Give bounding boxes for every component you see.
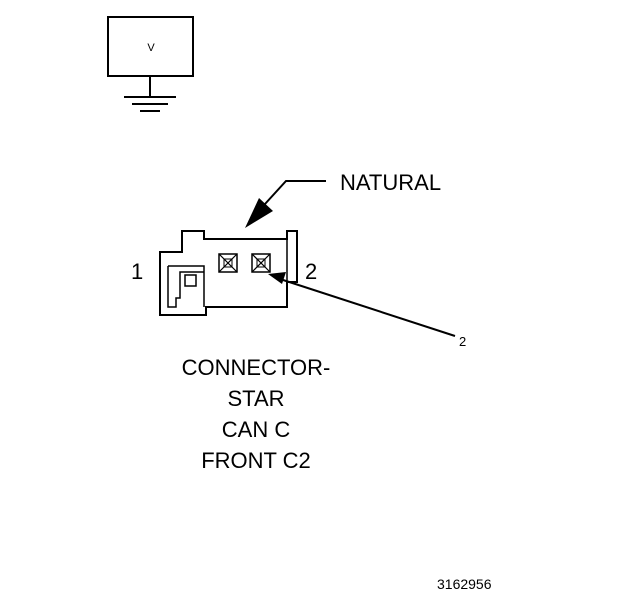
- figure-id: 3162956: [437, 576, 492, 592]
- pin-label-left: 1: [131, 259, 143, 284]
- voltmeter-symbol: V: [107, 16, 194, 77]
- pin-label-right: 2: [305, 259, 317, 284]
- probe-arrowhead: [268, 272, 286, 284]
- terminal-cavity-2: [251, 253, 271, 273]
- color-leader-line: [264, 180, 326, 205]
- voltmeter-label: V: [147, 42, 155, 54]
- color-callout: NATURAL: [245, 170, 441, 228]
- connector-name-line-1: CONNECTOR-: [182, 355, 331, 380]
- connector-name-line-4: FRONT C2: [201, 448, 311, 473]
- probe-callout-label: 2: [459, 334, 466, 349]
- connector-name-line-2: STAR: [227, 386, 284, 411]
- latch-window: [184, 274, 197, 287]
- connector-latch: [167, 265, 205, 308]
- two-cavity-connector: [159, 230, 298, 316]
- connector-color-label: NATURAL: [340, 170, 441, 195]
- probe-callout: 2: [268, 272, 466, 349]
- color-arrowhead: [245, 198, 273, 228]
- terminal-cavity-1: [218, 253, 238, 273]
- probe-leader-line: [279, 278, 456, 337]
- ground-symbol: [124, 76, 176, 112]
- connector-name-line-3: CAN C: [222, 417, 291, 442]
- connector-name-block: CONNECTOR- STAR CAN C FRONT C2: [182, 355, 331, 473]
